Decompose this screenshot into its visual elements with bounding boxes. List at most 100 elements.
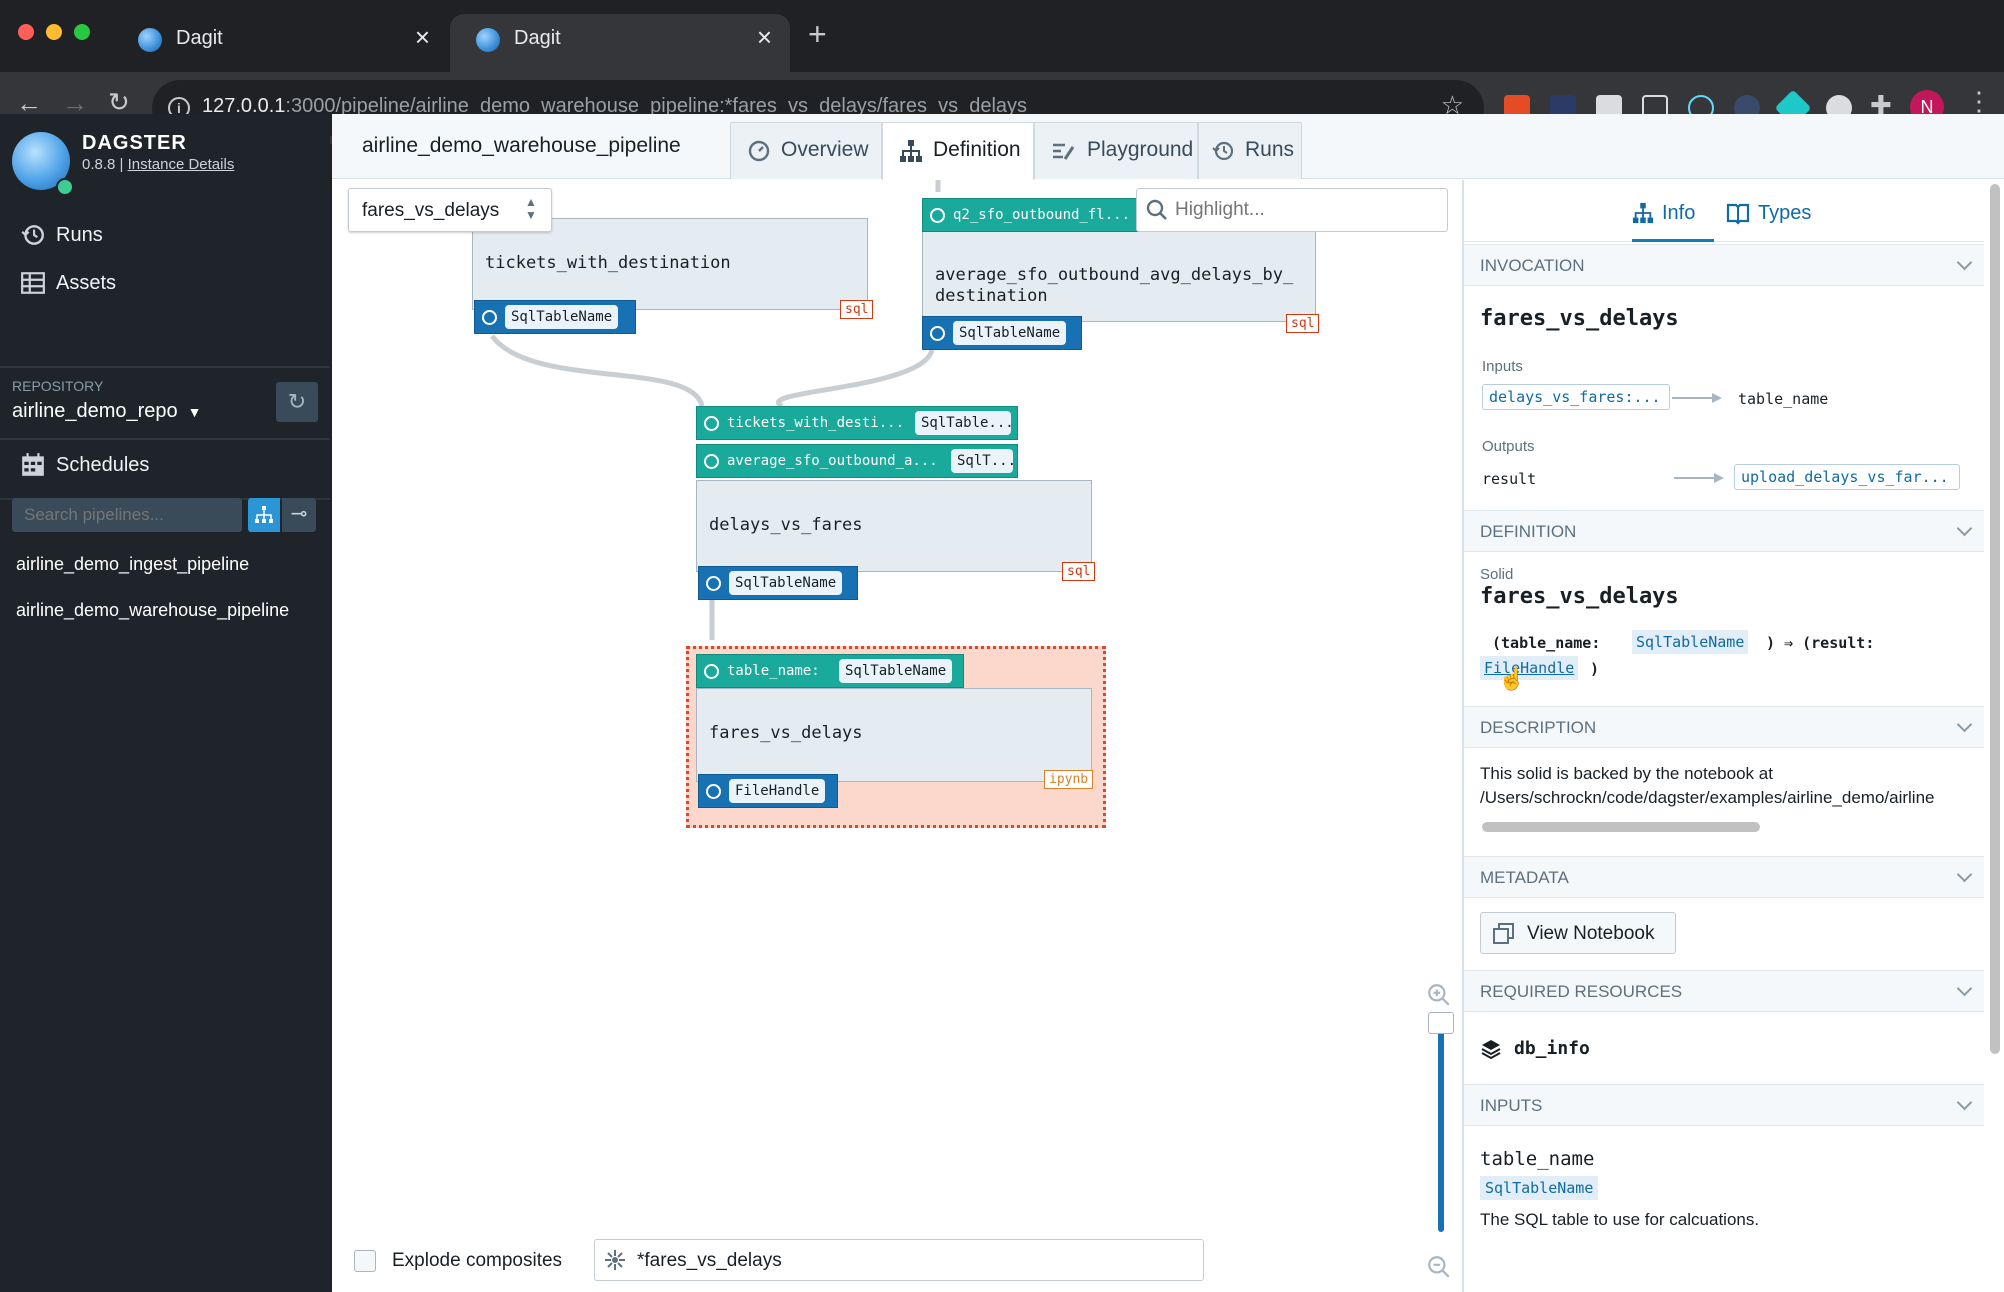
tab-overview[interactable]: Overview	[730, 122, 882, 179]
solid-output[interactable]: SqlTableName	[922, 316, 1082, 350]
solid-name: fares_vs_delays	[709, 723, 863, 743]
solid-selector-dropdown[interactable]: fares_vs_delays ▲▼	[348, 188, 552, 232]
dagster-logo[interactable]	[12, 132, 74, 196]
repository-selector[interactable]: airline_demo_repo▼	[12, 400, 202, 423]
tab-info[interactable]: Info	[1632, 198, 1714, 242]
panel-scrollbar[interactable]	[1990, 184, 2000, 1054]
solid-output[interactable]: FileHandle	[698, 774, 838, 808]
maximize-window-dot[interactable]	[74, 24, 90, 40]
solid-input[interactable]: table_name: SqlTableName	[696, 654, 964, 688]
description-line: This solid is backed by the notebook at	[1480, 764, 1773, 783]
zoom-in-icon[interactable]	[1426, 982, 1452, 1008]
solid-input[interactable]: tickets_with_desti... SqlTable...	[696, 406, 1018, 440]
graph-icon	[255, 506, 273, 523]
solid-query-icon	[605, 1250, 625, 1270]
book-icon	[1726, 203, 1750, 225]
section-header-metadata[interactable]: METADATA	[1464, 856, 1984, 898]
browser-menu-icon[interactable]: ⋮	[1966, 86, 1992, 116]
pipeline-graph[interactable]: tickets_with_destination SqlTableName sq…	[332, 180, 1462, 1292]
zoom-slider-track[interactable]	[1438, 1020, 1444, 1232]
edit-icon	[1053, 143, 1075, 160]
solid-output[interactable]: SqlTableName	[474, 300, 636, 334]
section-title: INVOCATION	[1480, 256, 1585, 275]
pipeline-list-item-selected[interactable]: airline_demo_warehouse_pipeline	[16, 600, 290, 620]
zoom-out-icon[interactable]	[1426, 1254, 1452, 1280]
url-text: 127.0.0.1:3000/pipeline/airline_demo_war…	[202, 95, 1027, 118]
section-header-inputs[interactable]: INPUTS	[1464, 1084, 1984, 1126]
section-header-definition[interactable]: DEFINITION	[1464, 510, 1984, 552]
caret-down-icon: ▼	[187, 404, 202, 420]
forward-icon[interactable]: →	[62, 88, 88, 118]
status-dot-icon	[56, 178, 74, 196]
signature-result-type-link[interactable]: FileHandle	[1480, 656, 1579, 680]
back-icon[interactable]: ←	[16, 88, 42, 118]
sidebar-item-schedules[interactable]: Schedules	[20, 450, 310, 482]
new-tab-icon[interactable]: +	[808, 16, 827, 52]
chevron-down-icon	[1956, 520, 1973, 537]
tab-runs[interactable]: Runs	[1198, 122, 1302, 179]
sidebar-item-runs[interactable]: Runs	[20, 220, 310, 252]
sidebar-item-label: Schedules	[56, 454, 150, 476]
instance-details-link[interactable]: Instance Details	[127, 156, 235, 173]
extensions-puzzle-icon[interactable]: ✚	[1870, 90, 1892, 120]
close-tab-icon[interactable]: ×	[756, 22, 772, 52]
solid-info-panel: Info Types INVOCATION fares_vs_delays In…	[1462, 180, 2004, 1292]
layers-icon	[1481, 1040, 1501, 1060]
input-type-link[interactable]: SqlTableName	[1480, 1176, 1599, 1200]
input-port-icon	[704, 664, 719, 679]
input-name: q2_sfo_outbound_fl...	[953, 207, 1131, 223]
solid-name: delays_vs_fares	[709, 515, 863, 535]
section-header-required-resources[interactable]: REQUIRED RESOURCES	[1464, 970, 1984, 1012]
solid-input[interactable]: average_sfo_outbound_a... SqlT...	[696, 444, 1018, 478]
input-description: The SQL table to use for calcuations.	[1480, 1210, 1760, 1229]
explode-composites-checkbox[interactable]	[354, 1250, 376, 1272]
solid-view-toggle-button[interactable]: ⊸	[282, 498, 316, 532]
output-target-link[interactable]: upload_delays_vs_far...	[1734, 464, 1960, 490]
reload-repository-button[interactable]: ↻	[276, 382, 318, 422]
chevron-down-icon	[1956, 1094, 1973, 1111]
solid-node-average-sfo-outbound[interactable]: average_sfo_outbound_avg_delays_by_desti…	[922, 230, 1316, 322]
section-title: DESCRIPTION	[1480, 718, 1597, 737]
solid-node-tickets-with-destination[interactable]: tickets_with_destination	[472, 218, 868, 310]
highlight-search-box[interactable]	[1136, 188, 1448, 232]
solid-node-fares-vs-delays[interactable]: fares_vs_delays	[696, 688, 1092, 782]
input-name: table_name	[1480, 1148, 1595, 1170]
solid-node-delays-vs-fares[interactable]: delays_vs_fares	[696, 480, 1092, 572]
description-text: This solid is backed by the notebook at/…	[1480, 762, 1974, 810]
solid-query-box[interactable]: *fares_vs_delays	[594, 1239, 1204, 1281]
signature-type-link[interactable]: SqlTableName	[1632, 630, 1749, 654]
arrow-right-icon	[1672, 393, 1722, 403]
browser-tab-active[interactable]: Dagit ×	[450, 14, 790, 72]
tab-types[interactable]: Types	[1726, 198, 1826, 242]
solid-name: tickets_with_destination	[485, 253, 731, 273]
view-notebook-button[interactable]: View Notebook	[1480, 912, 1676, 954]
solid-output[interactable]: SqlTableName	[698, 566, 858, 600]
close-window-dot[interactable]	[18, 24, 34, 40]
tab-label: Definition	[933, 138, 1021, 161]
zoom-slider-handle[interactable]	[1428, 1012, 1454, 1034]
tab-definition[interactable]: Definition	[882, 122, 1034, 180]
graph-view-toggle-button[interactable]	[248, 498, 280, 532]
highlight-input[interactable]	[1175, 197, 1435, 223]
profile-avatar[interactable]: N	[1910, 90, 1944, 124]
sidebar-item-assets[interactable]: Assets	[20, 268, 310, 300]
reload-icon[interactable]: ↻	[108, 87, 130, 117]
close-tab-icon[interactable]: ×	[414, 22, 430, 52]
minimize-window-dot[interactable]	[46, 24, 62, 40]
pipeline-list-item[interactable]: airline_demo_ingest_pipeline	[16, 554, 250, 574]
section-header-invocation[interactable]: INVOCATION	[1464, 244, 1984, 286]
tab-label: Info	[1662, 202, 1696, 224]
pipeline-search-input[interactable]	[12, 498, 242, 532]
section-header-description[interactable]: DESCRIPTION	[1464, 706, 1984, 748]
solid-query-value: *fares_vs_delays	[637, 1250, 782, 1271]
solid-kind-tag: ipynb	[1044, 770, 1094, 789]
tab-playground[interactable]: Playground	[1034, 122, 1198, 179]
description-scrollbar[interactable]	[1482, 822, 1760, 832]
input-source-link[interactable]: delays_vs_fares:...	[1482, 384, 1670, 410]
resource-name: db_info	[1514, 1038, 1590, 1059]
url-path: :3000/pipeline/airline_demo_warehouse_pi…	[285, 95, 1028, 117]
input-name: tickets_with_desti...	[727, 415, 905, 431]
bookmark-star-icon[interactable]: ☆	[1440, 90, 1464, 120]
browser-tab[interactable]: Dagit ×	[112, 14, 448, 72]
solid-name: average_sfo_outbound_avg_delays_by_desti…	[935, 265, 1293, 307]
